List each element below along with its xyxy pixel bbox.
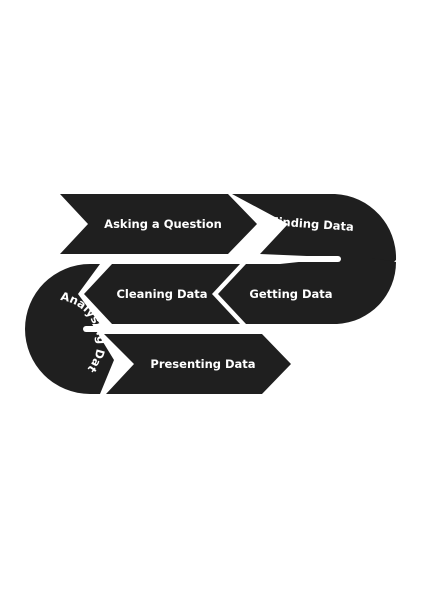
step-asking-shape <box>60 194 257 254</box>
step-cleaning-label: Cleaning Data <box>116 287 207 301</box>
step-analysing-shape <box>25 264 114 394</box>
step-finding-label: Finding Data <box>270 214 354 234</box>
step-presenting-shape <box>104 334 291 394</box>
step-cleaning-shape <box>84 264 240 324</box>
step-presenting-label: Presenting Data <box>150 357 255 371</box>
step-getting-label: Getting Data <box>249 287 332 301</box>
step-getting-shape <box>218 264 336 324</box>
step-asking-label: Asking a Question <box>104 217 222 231</box>
